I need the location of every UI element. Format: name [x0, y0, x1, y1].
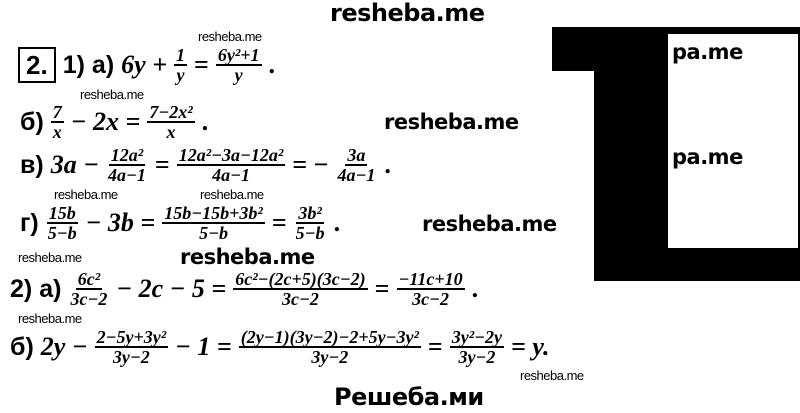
numerator: 1: [174, 45, 188, 66]
watermark-bold: resheba.me: [180, 245, 315, 269]
denominator: 5−b: [295, 223, 325, 243]
term: 6y +: [121, 50, 168, 79]
fraction: 6c²−(2c+5)(3c−2)3c−2: [233, 269, 368, 309]
denominator: 5−b: [199, 223, 228, 243]
item-label: г): [20, 209, 39, 237]
scan-artifact-block: [552, 27, 596, 71]
denominator: y: [234, 65, 243, 85]
item-label: а): [91, 51, 115, 79]
numerator: 12a²: [108, 145, 146, 166]
period: .: [201, 107, 209, 136]
period: .: [333, 208, 341, 237]
footer-watermark: Решеба.ми: [334, 383, 484, 411]
numerator: 15b−15b+3b²: [162, 203, 265, 224]
watermark: resheba.me: [198, 29, 262, 44]
denominator: x: [166, 122, 176, 142]
term: − 2x =: [70, 107, 141, 136]
item-label: а): [39, 275, 62, 303]
item-label: в): [20, 151, 44, 179]
watermark: resheba.me: [80, 87, 144, 102]
denominator: 3c−2: [412, 289, 450, 309]
numerator: 3y²−2y: [449, 327, 505, 348]
watermark-partial: pa.me: [672, 40, 743, 64]
watermark: resheba.me: [200, 187, 264, 202]
numerator: (2y−1)(3y−2)−2+5y−3y²: [238, 327, 421, 348]
watermark-bold: resheba.me: [384, 110, 519, 134]
item-label: б): [10, 333, 34, 361]
numerator: 12a²−3a−12a²: [176, 145, 286, 166]
period: .: [384, 150, 391, 179]
problem-number: 2.: [18, 47, 56, 83]
equals: =: [154, 150, 170, 179]
equals: =: [427, 332, 443, 361]
numerator: 7: [50, 102, 64, 123]
equals: = −: [292, 150, 329, 179]
numerator: 3b²: [296, 203, 324, 224]
part-label: 1): [62, 51, 85, 79]
numerator: 2−5y+3y²: [94, 327, 169, 348]
term: 3a −: [50, 150, 99, 179]
scan-artifact-white-rect: [668, 34, 798, 248]
denominator: 3y−2: [311, 347, 349, 367]
numerator: 6c²: [75, 269, 103, 290]
watermark: resheba.me: [18, 250, 82, 265]
watermark: resheba.me: [54, 187, 118, 202]
denominator: x: [52, 122, 62, 142]
denominator: 3c−2: [70, 289, 108, 309]
equals: =: [194, 50, 209, 79]
equals: =: [271, 208, 287, 237]
period: .: [471, 274, 479, 303]
watermark-bold: resheba.me: [422, 212, 557, 236]
denominator: 3c−2: [282, 289, 319, 309]
watermark: resheba.me: [18, 311, 82, 326]
numerator: 3a: [345, 145, 368, 166]
denominator: 4a−1: [107, 165, 146, 185]
term: 2y −: [40, 332, 88, 361]
term: − 1 =: [175, 332, 232, 361]
term: − 3b =: [85, 208, 156, 237]
item-label: б): [20, 108, 44, 136]
header-watermark: resheba.me: [330, 0, 485, 27]
numerator: 6y²+1: [215, 45, 262, 66]
denominator: 3y−2: [112, 347, 150, 367]
period: .: [268, 50, 276, 79]
part-label: 2): [10, 275, 33, 303]
numerator: 6c²−(2c+5)(3c−2): [233, 269, 368, 290]
denominator: y: [176, 65, 185, 85]
term: = y.: [511, 332, 550, 361]
watermark: resheba.me: [520, 368, 584, 383]
term: − 2c − 5 =: [116, 274, 227, 303]
numerator: −11c+10: [396, 269, 465, 290]
equals: =: [374, 274, 390, 303]
numerator: 7−2x²: [147, 102, 195, 123]
denominator: 4a−1: [212, 165, 250, 185]
denominator: 4a−1: [337, 165, 376, 185]
denominator: 5−b: [47, 223, 77, 243]
denominator: 3y−2: [458, 347, 496, 367]
watermark-partial: pa.me: [672, 145, 743, 169]
numerator: 15b: [46, 203, 78, 224]
